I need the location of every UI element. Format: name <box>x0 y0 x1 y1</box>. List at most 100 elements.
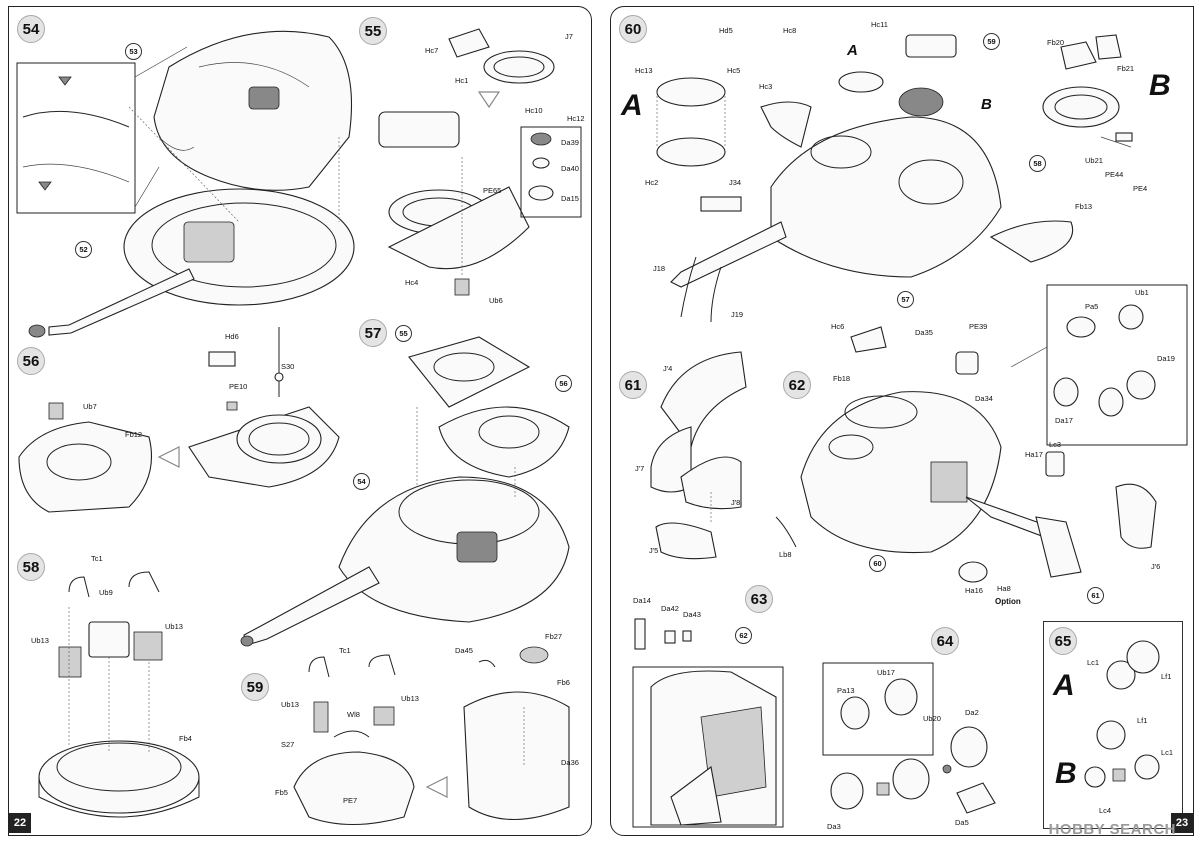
step-number: 54 <box>17 15 45 43</box>
part-callout: 57 <box>897 291 914 308</box>
part-label: Da19 <box>1157 354 1175 363</box>
part-label: J7 <box>565 32 573 41</box>
part-label: Lc3 <box>1049 440 1062 449</box>
part-label: Fb18 <box>833 374 851 383</box>
detail-inset <box>632 666 784 828</box>
step-61-diagram <box>650 351 747 560</box>
step-number: 55 <box>359 17 387 45</box>
part-label: Da3 <box>827 822 841 831</box>
part-callout: 60 <box>869 555 886 572</box>
part-label: Lf1 <box>1137 716 1148 725</box>
step-number: 58 <box>17 553 45 581</box>
part-label: Tc1 <box>339 646 351 655</box>
part-label: Fb21 <box>1117 64 1135 73</box>
part-callout: 55 <box>395 325 412 342</box>
part-label: Hc5 <box>727 66 741 75</box>
part-label: J34 <box>729 178 742 187</box>
detail-inset <box>1046 284 1188 446</box>
step-number: 65 <box>1049 627 1077 655</box>
part-callout: 53 <box>125 43 142 60</box>
part-label: J18 <box>653 264 666 273</box>
part-label: Da40 <box>561 164 579 173</box>
option-label: Option <box>995 597 1021 606</box>
part-label: Hc6 <box>831 322 845 331</box>
part-callout: 52 <box>75 241 92 258</box>
variant-label: A <box>621 89 643 122</box>
part-label: Fb4 <box>179 734 192 743</box>
part-label: Ub1 <box>1135 288 1149 297</box>
part-label: Hc11 <box>871 20 888 29</box>
part-label: J19 <box>731 310 744 319</box>
instruction-page-left: 54 53 52 55 Hc7 J7 Hc1 Hc12 <box>8 6 592 836</box>
part-label: Hc4 <box>405 278 419 287</box>
part-label: Pa13 <box>837 686 855 695</box>
part-label: Hc2 <box>645 178 659 187</box>
part-label: J'8 <box>731 498 741 507</box>
part-label: Da42 <box>661 604 679 613</box>
instruction-page-right: 60 A A B B Hd5 Hc13 Hc5 Hc2 Hc8 Hc3 Hc11… <box>610 6 1194 836</box>
step-number: 59 <box>241 673 269 701</box>
part-label: Ha16 <box>965 586 983 595</box>
part-label: Ub13 <box>165 622 183 631</box>
step-number: 63 <box>745 585 773 613</box>
page-number: 23 <box>1171 813 1193 833</box>
part-label: Hc8 <box>783 26 797 35</box>
part-label: Da36 <box>561 758 579 767</box>
part-callout: 58 <box>1029 155 1046 172</box>
part-label: Da43 <box>683 610 701 619</box>
part-label: Hc1 <box>455 76 469 85</box>
part-label: Hd5 <box>719 26 733 35</box>
step-number: 61 <box>619 371 647 399</box>
part-label: Fb5 <box>275 788 288 797</box>
variant-label: B <box>1149 69 1171 102</box>
part-label: Hc10 <box>525 106 543 115</box>
part-label: Lf1 <box>1161 672 1172 681</box>
step-54-diagram <box>16 30 355 338</box>
part-label: Da2 <box>965 708 979 717</box>
part-label: Ub13 <box>31 636 49 645</box>
part-label: Wl8 <box>347 710 360 719</box>
part-callout: 54 <box>353 473 370 490</box>
part-label: Ha8 <box>997 584 1011 593</box>
page-number: 22 <box>9 813 31 833</box>
part-callout: 59 <box>983 33 1000 50</box>
part-label: Fb20 <box>1047 38 1065 47</box>
part-label: PE10 <box>229 382 248 391</box>
part-label: Ub6 <box>489 296 503 305</box>
step-56-diagram <box>18 327 340 513</box>
part-label: Ha17 <box>1025 450 1043 459</box>
step-57-diagram <box>240 336 570 647</box>
part-label: Lb8 <box>779 550 792 559</box>
part-label: Hd6 <box>225 332 239 341</box>
part-label: Lc4 <box>1099 806 1112 815</box>
part-label: Da39 <box>561 138 579 147</box>
part-label: PE65 <box>483 186 502 195</box>
part-label: J'6 <box>1151 562 1161 571</box>
part-label: Da15 <box>561 194 579 203</box>
step-64-diagram <box>822 662 996 814</box>
step-62-diagram <box>775 284 1188 583</box>
detail-inset <box>822 662 934 756</box>
step-59-diagram <box>293 646 570 826</box>
part-label: Ub13 <box>401 694 419 703</box>
part-label: J'7 <box>635 464 645 473</box>
part-label: PE4 <box>1133 184 1148 193</box>
part-callout: 61 <box>1087 587 1104 604</box>
part-label: Ub9 <box>99 588 113 597</box>
part-label: Ub17 <box>877 668 895 677</box>
detail-inset <box>16 62 136 214</box>
part-label: Da5 <box>955 818 969 827</box>
part-label: Ub13 <box>281 700 299 709</box>
step-65-diagram <box>1084 640 1160 788</box>
part-label: Pa5 <box>1085 302 1099 311</box>
part-label: Fb13 <box>1075 202 1093 211</box>
part-label: Tc1 <box>91 554 103 563</box>
step-58-diagram <box>38 571 200 818</box>
step-55-diagram <box>378 28 582 296</box>
part-label: PE39 <box>969 322 988 331</box>
step-number: 64 <box>931 627 959 655</box>
step-number: 57 <box>359 319 387 347</box>
part-label: Fb12 <box>125 430 143 439</box>
part-label: J'5 <box>649 546 659 555</box>
